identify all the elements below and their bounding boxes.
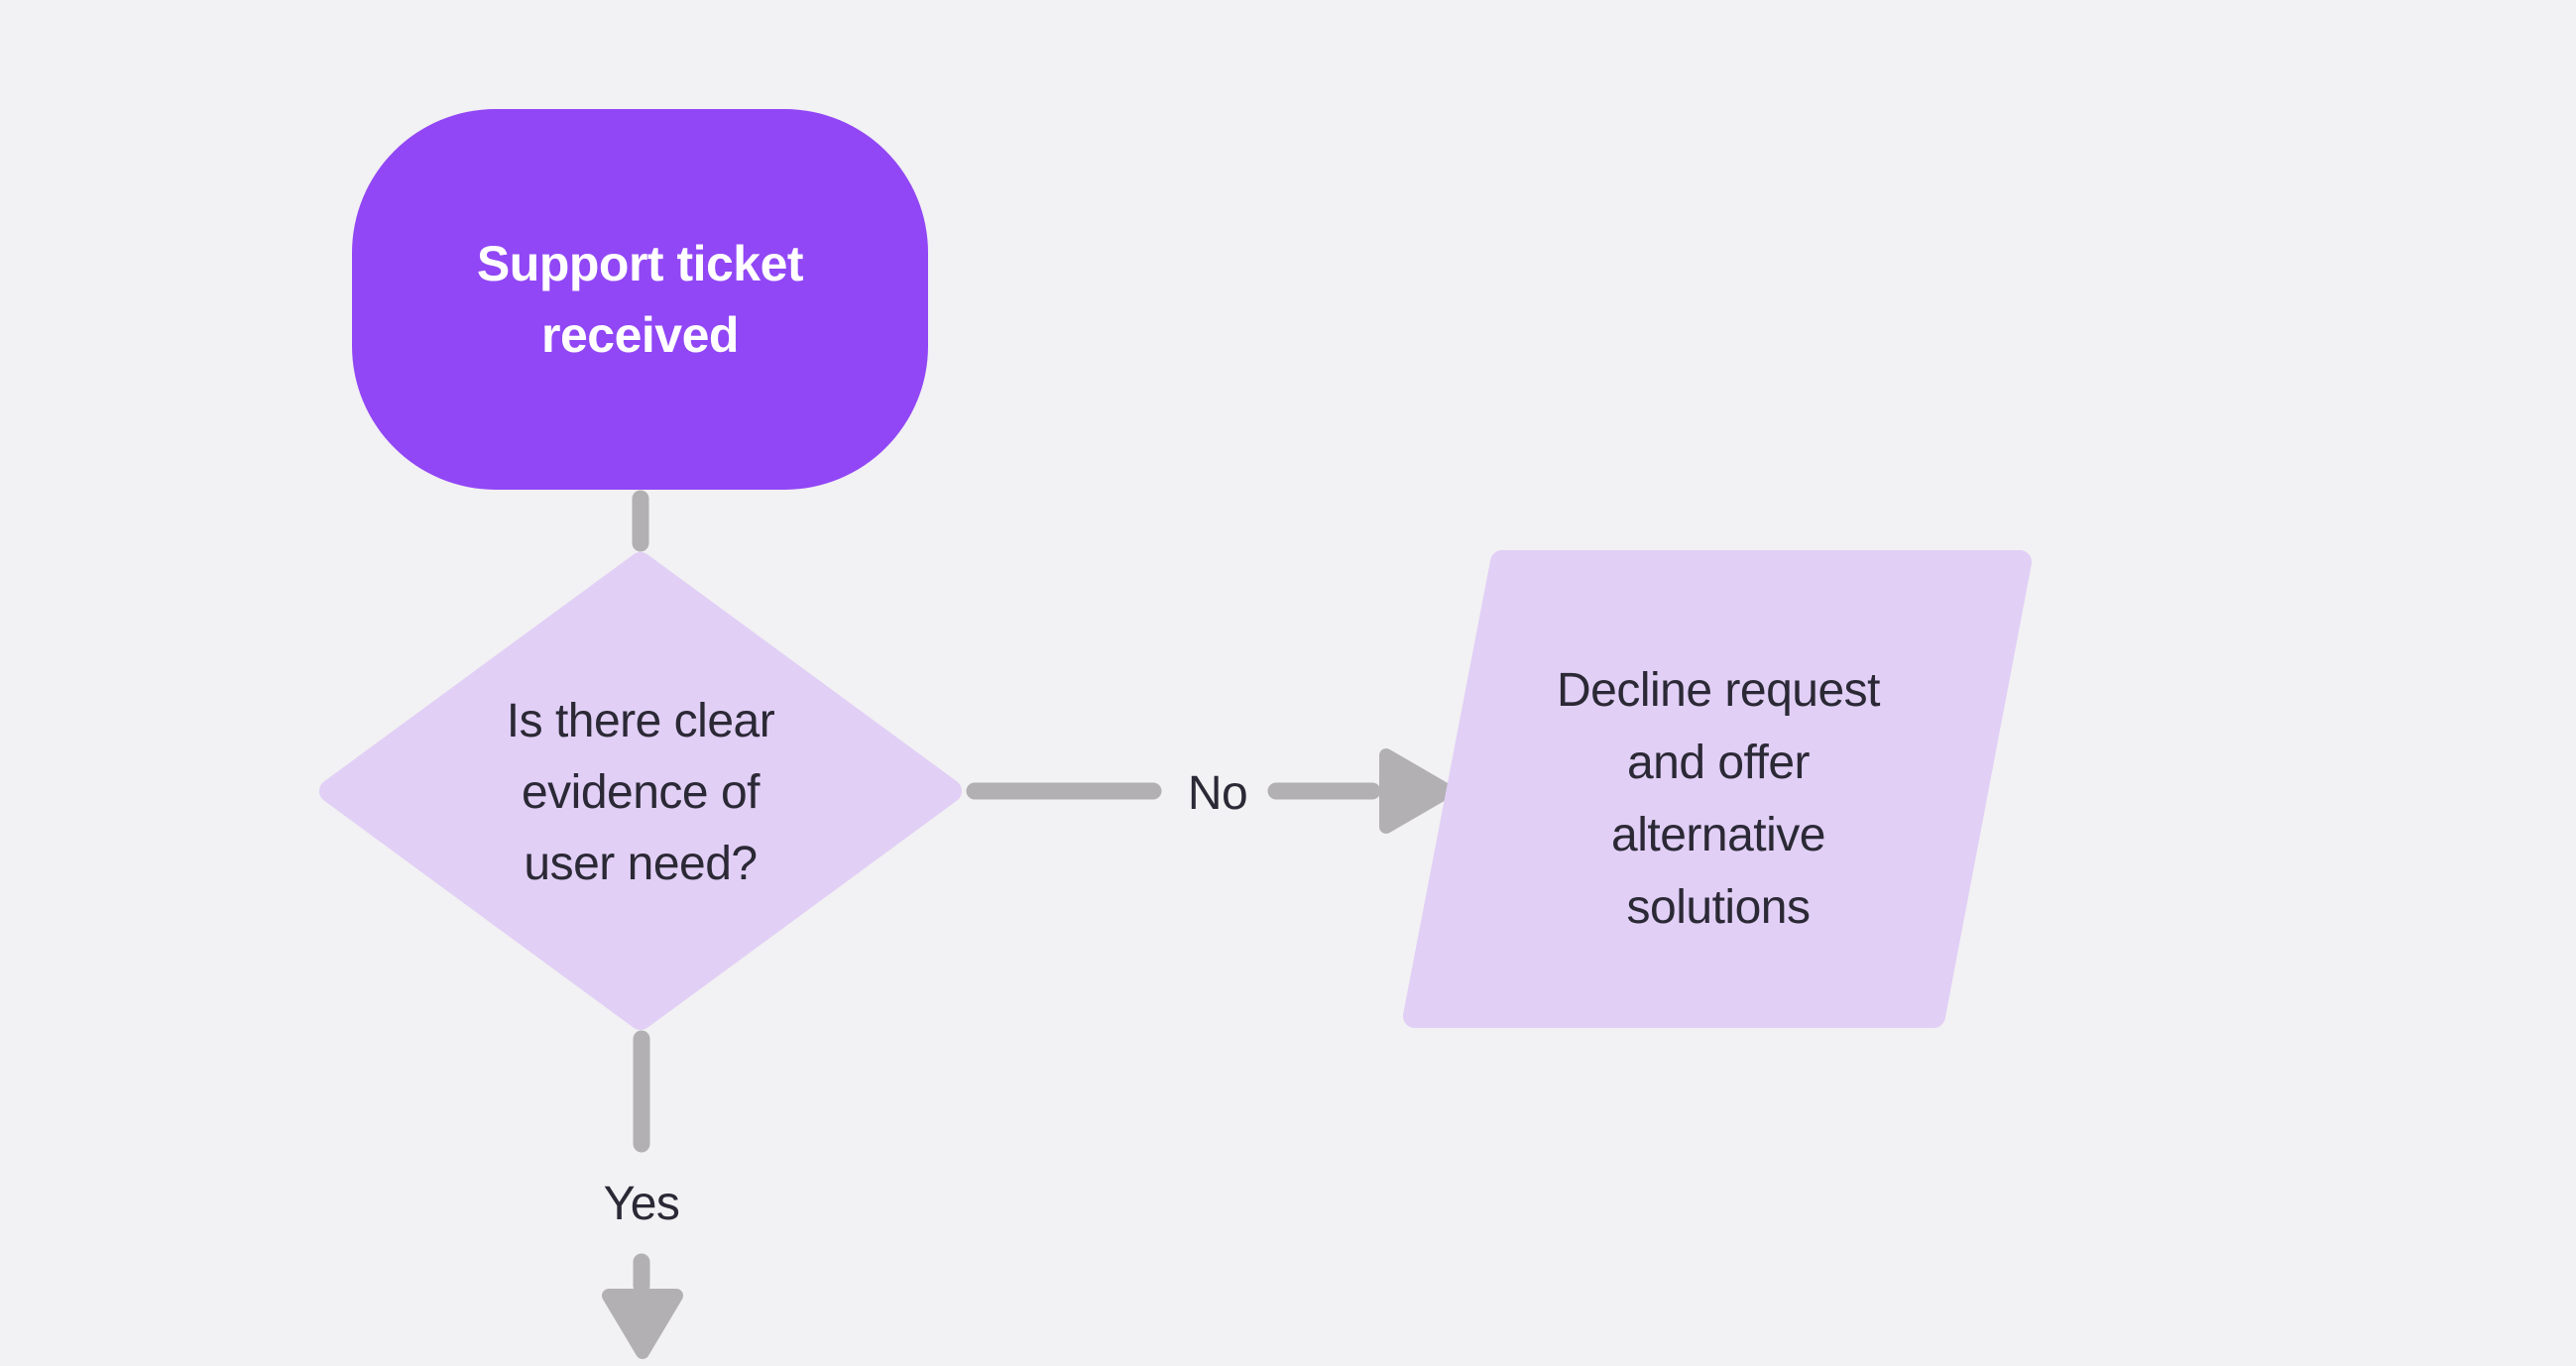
start-node-shape[interactable] — [352, 109, 928, 490]
decision-node-shape[interactable] — [319, 552, 962, 1030]
arrowhead-down-icon — [602, 1289, 683, 1359]
label-line: solutions — [1626, 881, 1811, 934]
label-line: received — [541, 307, 739, 363]
label-line: user need? — [524, 838, 758, 890]
decline-node-label: Decline request and offer alternative so… — [1520, 654, 1917, 944]
decline-node-shape[interactable] — [1403, 550, 2032, 1028]
label-line: evidence of — [521, 766, 761, 819]
decision-node-label: Is there clear evidence of user need? — [442, 684, 839, 902]
start-node-label: Support ticket received — [352, 109, 928, 490]
arrowhead-right-icon — [1379, 748, 1455, 834]
no-branch-label: No — [1187, 766, 1248, 820]
label-line: Is there clear — [506, 695, 775, 747]
label-line: Support ticket — [476, 236, 804, 291]
label-line: and offer — [1626, 737, 1811, 789]
label-line: Decline request — [1556, 664, 1881, 717]
yes-branch-label: Yes — [603, 1177, 680, 1230]
label-line: alternative — [1611, 809, 1825, 861]
